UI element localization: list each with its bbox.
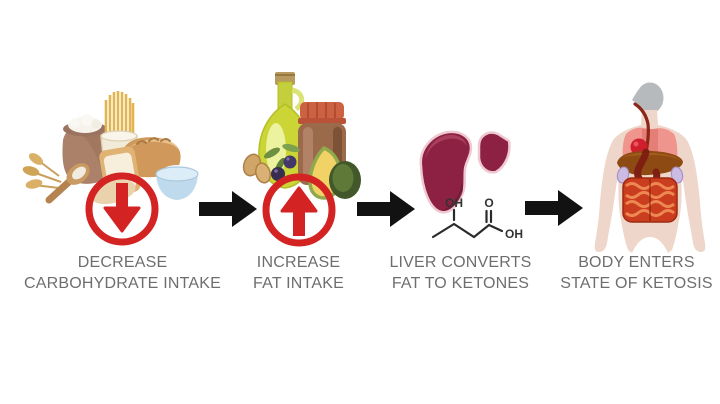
- head-icon: [632, 82, 664, 114]
- right-arrow-icon: [199, 191, 257, 227]
- blue-bowl-icon: [155, 165, 199, 200]
- esophagus-icon: [633, 102, 650, 154]
- step-label-line: FAT INTAKE: [253, 274, 344, 292]
- step-label-line: LIVER CONVERTS: [389, 254, 532, 271]
- ketone-molecule-icon: [431, 208, 504, 239]
- step-label-line: FAT TO KETONES: [391, 274, 530, 292]
- molecule-oxygen-label: O: [484, 196, 493, 210]
- liver-icon: [419, 130, 511, 214]
- molecule-carboxyl-label: OH: [505, 227, 523, 241]
- step-label-line: CARBOHYDRATE INTAKE: [23, 274, 221, 292]
- right-arrow-icon: [357, 191, 415, 227]
- kidneys-icon: [616, 166, 684, 184]
- avocado-half-icon: [329, 161, 361, 199]
- molecule-hydroxyl-label: OH: [445, 196, 463, 210]
- olives-icon: [264, 143, 300, 181]
- body-liver-icon: [617, 150, 683, 176]
- step-label-increase-fat-intake: INCREASE FAT INTAKE: [236, 253, 361, 294]
- step-label-body-enters-state-of-ketosis: BODY ENTERS STATE OF KETOSIS: [554, 253, 719, 294]
- nuts-icon: [242, 153, 271, 184]
- flour-sack-icon: [62, 114, 110, 184]
- step-label-line: STATE OF KETOSIS: [560, 274, 713, 292]
- step-label-decrease-carbohydrate-intake: DECREASE CARBOHYDRATE INTAKE: [10, 253, 235, 294]
- step-label-liver-converts-fat-to-ketones: LIVER CONVERTS FAT TO KETONES: [388, 253, 533, 294]
- flour-scoop-icon: [45, 163, 90, 204]
- liver-and-ketone-molecule-icon: OH O OH: [419, 130, 523, 241]
- carbohydrate-foods-icon: [22, 91, 199, 246]
- fat-foods-icon: [242, 72, 361, 247]
- decrease-circle-down-arrow-icon: [85, 172, 159, 246]
- increase-circle-up-arrow-icon: [262, 173, 336, 247]
- wheat-stalks-icon: [22, 153, 62, 189]
- human-body-digestive-organs-icon: [594, 82, 706, 253]
- right-arrow-icon: [525, 190, 583, 226]
- step-label-line: DECREASE: [77, 254, 168, 271]
- step-label-line: INCREASE: [256, 254, 341, 271]
- step-label-line: BODY ENTERS: [578, 254, 695, 271]
- intestines-icon: [622, 177, 678, 223]
